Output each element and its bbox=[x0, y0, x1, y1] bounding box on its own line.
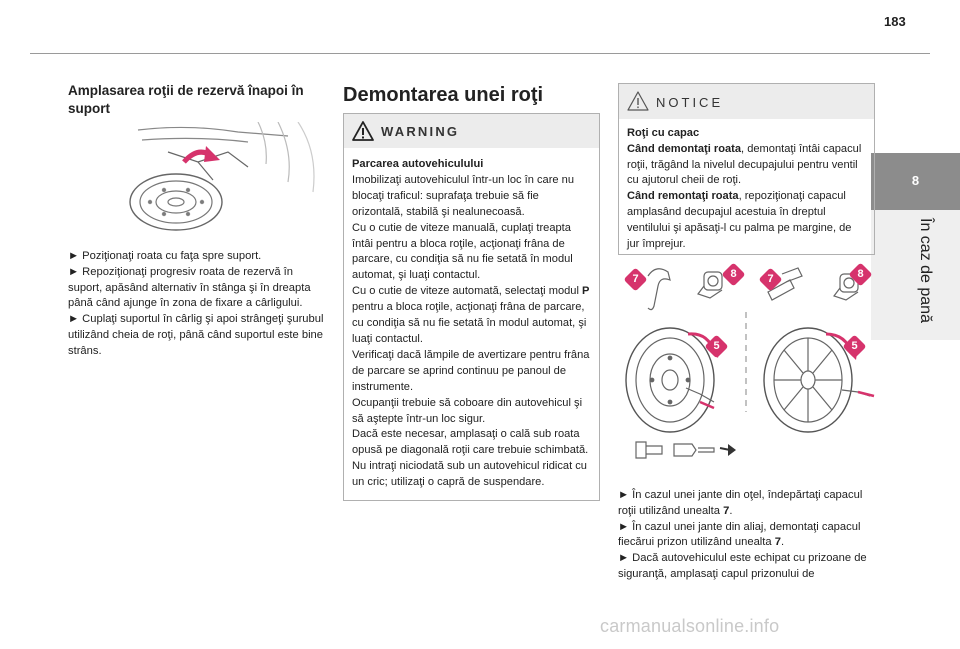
warning-para-manual: Cu o cutie de viteze manuală, cuplaţi tr… bbox=[352, 221, 573, 282]
step-steel-rim-tool: 7 bbox=[723, 504, 730, 517]
warning-header: WARNING bbox=[344, 114, 599, 148]
step-steel-rim-text: ► În cazul unei jante din oţel, îndepărt… bbox=[618, 489, 863, 517]
chapter-title: În caz de pană bbox=[917, 218, 934, 323]
step-alloy-rim: ► În cazul unei jante din aliaj, demonta… bbox=[618, 520, 861, 549]
section-title-spare-wheel: Amplasarea roţii de rezervă înapoi în su… bbox=[68, 83, 304, 116]
notice-triangle-icon bbox=[627, 91, 649, 111]
auto-text-post: pentru a bloca roţile, acţionaţi frâna d… bbox=[352, 301, 587, 345]
notice-refit-bold: Când remontaţi roata bbox=[627, 190, 739, 203]
notice-body: Roţi cu capac Când demontaţi roata, demo… bbox=[619, 119, 874, 252]
notice-box: NOTICE Roţi cu capac Când demontaţi roat… bbox=[618, 83, 875, 255]
warning-para-automatic: Cu o cutie de viteze automată, selectaţi… bbox=[352, 284, 591, 348]
step-alloy-rim-tool: 7 bbox=[774, 536, 781, 549]
warning-para-jack: Nu intraţi niciodată sub un autovehicul … bbox=[352, 460, 587, 489]
warning-box: WARNING Parcarea autovehiculului Imobili… bbox=[343, 113, 600, 501]
notice-heading: Roţi cu capac bbox=[627, 127, 700, 139]
right-steps: ► În cazul unei jante din oţel, îndepărt… bbox=[618, 488, 876, 583]
auto-text-pre: Cu o cutie de viteze automată, selectaţi… bbox=[352, 285, 583, 298]
warning-para-occupants: Ocupanţii trebuie să coboare din autoveh… bbox=[352, 396, 583, 425]
warning-label: WARNING bbox=[381, 124, 460, 139]
chapter-number: 8 bbox=[911, 173, 920, 188]
callout-8-left: 8 bbox=[730, 268, 737, 280]
notice-remove-text: , demontaţi întâi capacul roţii, trăgând… bbox=[627, 142, 862, 187]
step-position-wheel: ► Poziţionaţi roata cu faţa spre suport. bbox=[68, 250, 262, 262]
section-title-remove-wheel: Demontarea unei roţi bbox=[343, 84, 544, 106]
step-security-bolts: ► Dacă autovehiculul este echipat cu pri… bbox=[618, 552, 867, 580]
callout-7-right: 7 bbox=[767, 273, 774, 285]
notice-refit-text: , repoziţionaţi capacul amplasând decupa… bbox=[627, 190, 852, 250]
warning-para-immobilize: Imobilizaţi autovehiculul într-un loc în… bbox=[352, 173, 574, 218]
notice-header: NOTICE bbox=[619, 84, 874, 119]
notice-remove: Când demontaţi roata, demontaţi întâi ca… bbox=[627, 142, 866, 189]
warning-body: Parcarea autovehiculului Imobilizaţi aut… bbox=[344, 148, 599, 491]
warning-para-chock: Dacă este necesar, amplasaţi o cală sub … bbox=[352, 428, 589, 457]
wheel-tools-illustration bbox=[625, 267, 875, 459]
callout-5-right: 5 bbox=[851, 340, 858, 352]
left-steps: ► Poziţionaţi roata cu faţa spre suport.… bbox=[68, 249, 326, 360]
header-rule bbox=[30, 53, 930, 54]
warning-para-lamps: Verificaţi dacă lămpile de avertizare pe… bbox=[352, 348, 590, 393]
watermark: carmanualsonline.info bbox=[600, 616, 780, 636]
auto-mode-p: P bbox=[582, 285, 590, 298]
notice-label: NOTICE bbox=[656, 95, 724, 110]
callout-8-right: 8 bbox=[857, 268, 864, 280]
chapter-tab: 8 bbox=[871, 153, 960, 210]
warning-triangle-icon bbox=[352, 121, 374, 141]
notice-refit: Când remontaţi roata, repoziţionaţi capa… bbox=[627, 189, 866, 252]
spare-wheel-illustration bbox=[129, 122, 315, 231]
warning-heading: Parcarea autovehiculului bbox=[352, 158, 484, 170]
step-couple-support: ► Cuplaţi suportul în cârlig şi apoi str… bbox=[68, 313, 324, 357]
step-steel-rim: ► În cazul unei jante din oţel, îndepărt… bbox=[618, 489, 863, 517]
chapter-bar bbox=[871, 210, 960, 340]
step-alloy-rim-text: ► În cazul unei jante din aliaj, demonta… bbox=[618, 520, 861, 549]
page-number: 183 bbox=[884, 14, 906, 29]
callout-7-left: 7 bbox=[632, 273, 639, 285]
step-reposition-wheel: ► Repoziţionaţi progresiv roata de rezer… bbox=[68, 265, 311, 310]
callout-5-left: 5 bbox=[713, 340, 720, 352]
notice-remove-bold: Când demontaţi roata bbox=[627, 142, 742, 155]
left-column: Amplasarea roţii de rezervă înapoi în su… bbox=[68, 82, 324, 118]
